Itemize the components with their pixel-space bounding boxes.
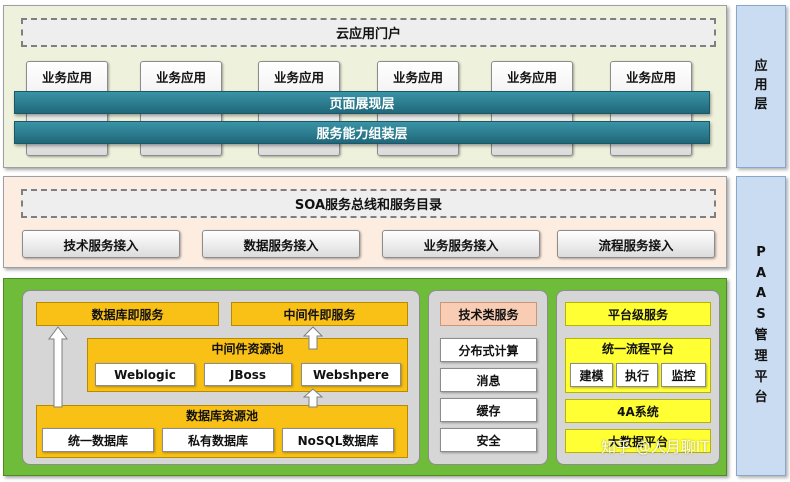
cloud-portal: 云应用门户 <box>21 18 716 47</box>
business-service-access[interactable]: 业务服务接入 <box>382 230 540 258</box>
database-pool-title: 数据库资源池 <box>185 408 258 423</box>
side-label-char: 应 <box>754 59 768 75</box>
side-label-char: 理 <box>754 348 768 364</box>
paas-platform-label: P A A S 管 理 平 台 <box>736 176 786 476</box>
side-label-char: S <box>756 307 766 323</box>
jboss-item: JBoss <box>204 363 292 386</box>
workflow-execution-item: 执行 <box>616 363 658 387</box>
middleware-pool-title: 中间件资源池 <box>211 341 284 356</box>
side-label-char: 台 <box>754 390 768 406</box>
side-label-char: 层 <box>754 96 768 112</box>
messaging-item: 消息 <box>440 368 537 392</box>
weblogic-item: Weblogic <box>95 363 195 386</box>
nosql-database-item: NoSQL数据库 <box>282 428 394 452</box>
private-database-item: 私有数据库 <box>162 428 274 452</box>
business-app-label: 业务应用 <box>273 70 324 85</box>
business-app-label: 业务应用 <box>506 70 557 85</box>
cache-item: 缓存 <box>440 398 537 422</box>
side-label-char: A <box>755 286 767 302</box>
business-app-label: 业务应用 <box>155 70 206 85</box>
side-label-char: P <box>756 244 766 260</box>
tech-services-title: 技术类服务 <box>440 302 537 326</box>
arrow-up-icon <box>303 326 323 350</box>
business-app-label: 业务应用 <box>392 70 443 85</box>
presentation-layer-bar: 页面展现层 <box>14 91 710 114</box>
workflow-modeling-item: 建模 <box>570 363 613 387</box>
arrow-up-icon <box>48 326 68 408</box>
data-service-access[interactable]: 数据服务接入 <box>202 230 360 258</box>
zhihu-watermark: 知乎 @人月聊IT <box>601 438 710 456</box>
websphere-item: Webshpere <box>301 363 401 386</box>
process-service-access[interactable]: 流程服务接入 <box>557 230 715 258</box>
workflow-monitoring-item: 监控 <box>661 363 706 387</box>
security-item: 安全 <box>440 428 537 452</box>
platform-services-title: 平台级服务 <box>565 302 711 326</box>
middleware-as-a-service: 中间件即服务 <box>231 302 408 326</box>
unified-database-item: 统一数据库 <box>42 428 154 452</box>
soa-bus-title: SOA服务总线和服务目录 <box>21 189 716 218</box>
side-label-char: 用 <box>754 78 768 94</box>
side-label-char: 平 <box>754 369 768 385</box>
database-as-a-service: 数据库即服务 <box>36 302 219 326</box>
bigdata-platform-item: 大数据平台 <box>565 429 711 453</box>
arrow-up-icon <box>303 388 323 408</box>
business-app-label: 业务应用 <box>625 70 676 85</box>
side-label-char: A <box>755 265 767 281</box>
business-app-label: 业务应用 <box>41 70 92 85</box>
workflow-platform-title: 统一流程平台 <box>601 342 674 356</box>
service-assembly-layer-bar: 服务能力组装层 <box>14 121 710 144</box>
side-label-char: 管 <box>754 328 768 343</box>
tech-service-access[interactable]: 技术服务接入 <box>22 230 180 258</box>
application-layer-label: 应 用 层 <box>736 5 786 168</box>
system-4a-item: 4A系统 <box>565 399 711 423</box>
distributed-computing-item: 分布式计算 <box>440 338 537 362</box>
